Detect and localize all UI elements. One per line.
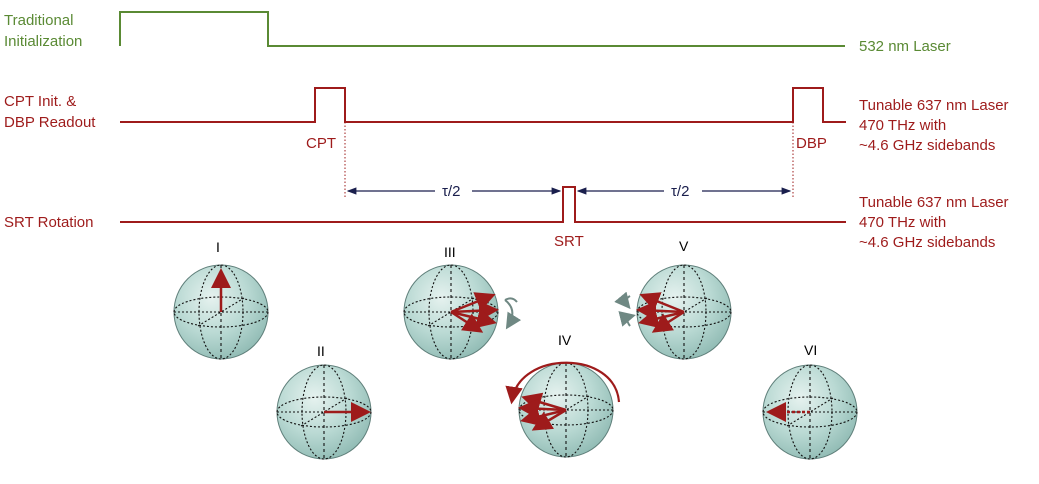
green-laser-waveform <box>119 11 845 47</box>
srt-pulse-label: SRT <box>554 233 584 250</box>
sphere-label-vi: VI <box>804 342 817 358</box>
sphere-label-ii: II <box>317 343 325 359</box>
cpt-dbp-row: CPT Init. & DBP Readout CPT DBP Tunable … <box>4 87 1009 154</box>
cpt-laser-line2: 470 THz with <box>859 117 946 134</box>
srt-waveform <box>120 186 846 223</box>
cpt-label-line2: DBP Readout <box>4 114 96 131</box>
bloch-sphere-flip-icon: IV <box>505 332 621 458</box>
dbp-pulse-label: DBP <box>796 135 827 152</box>
sphere-label-iii: III <box>444 244 456 260</box>
sphere-label-iv: IV <box>558 332 572 348</box>
sphere-label-v: V <box>679 238 689 254</box>
bloch-sphere-refocus-icon: V <box>614 238 732 360</box>
cpt-dbp-waveform <box>120 87 846 123</box>
cpt-laser-line3: ~4.6 GHz sidebands <box>859 137 995 154</box>
traditional-init-row: Traditional Initialization 532 nm Laser <box>4 11 951 55</box>
srt-label: SRT Rotation <box>4 214 94 231</box>
cpt-laser-line1: Tunable 637 nm Laser <box>859 97 1009 114</box>
srt-laser-line3: ~4.6 GHz sidebands <box>859 234 995 251</box>
srt-laser-line2: 470 THz with <box>859 214 946 231</box>
bloch-sphere-echo-icon: VI <box>762 342 858 460</box>
cpt-label-line1: CPT Init. & <box>4 93 76 110</box>
green-laser-label: 532 nm Laser <box>859 38 951 55</box>
bloch-sphere-spread-icon: III <box>403 244 522 360</box>
sphere-label-i: I <box>216 239 220 255</box>
srt-row: SRT Rotation SRT Tunable 637 nm Laser 47… <box>4 186 1009 251</box>
tau-left-label: τ/2 <box>442 183 460 200</box>
tau-right-label: τ/2 <box>671 183 689 200</box>
tau-arrows: τ/2 τ/2 <box>346 183 792 200</box>
traditional-label-line2: Initialization <box>4 33 82 50</box>
srt-laser-line1: Tunable 637 nm Laser <box>859 194 1009 211</box>
traditional-label-line1: Traditional <box>4 12 73 29</box>
cpt-pulse-label: CPT <box>306 135 336 152</box>
bloch-sphere-equator-icon: II <box>276 343 372 460</box>
bloch-sphere-up-icon: I <box>173 239 269 360</box>
